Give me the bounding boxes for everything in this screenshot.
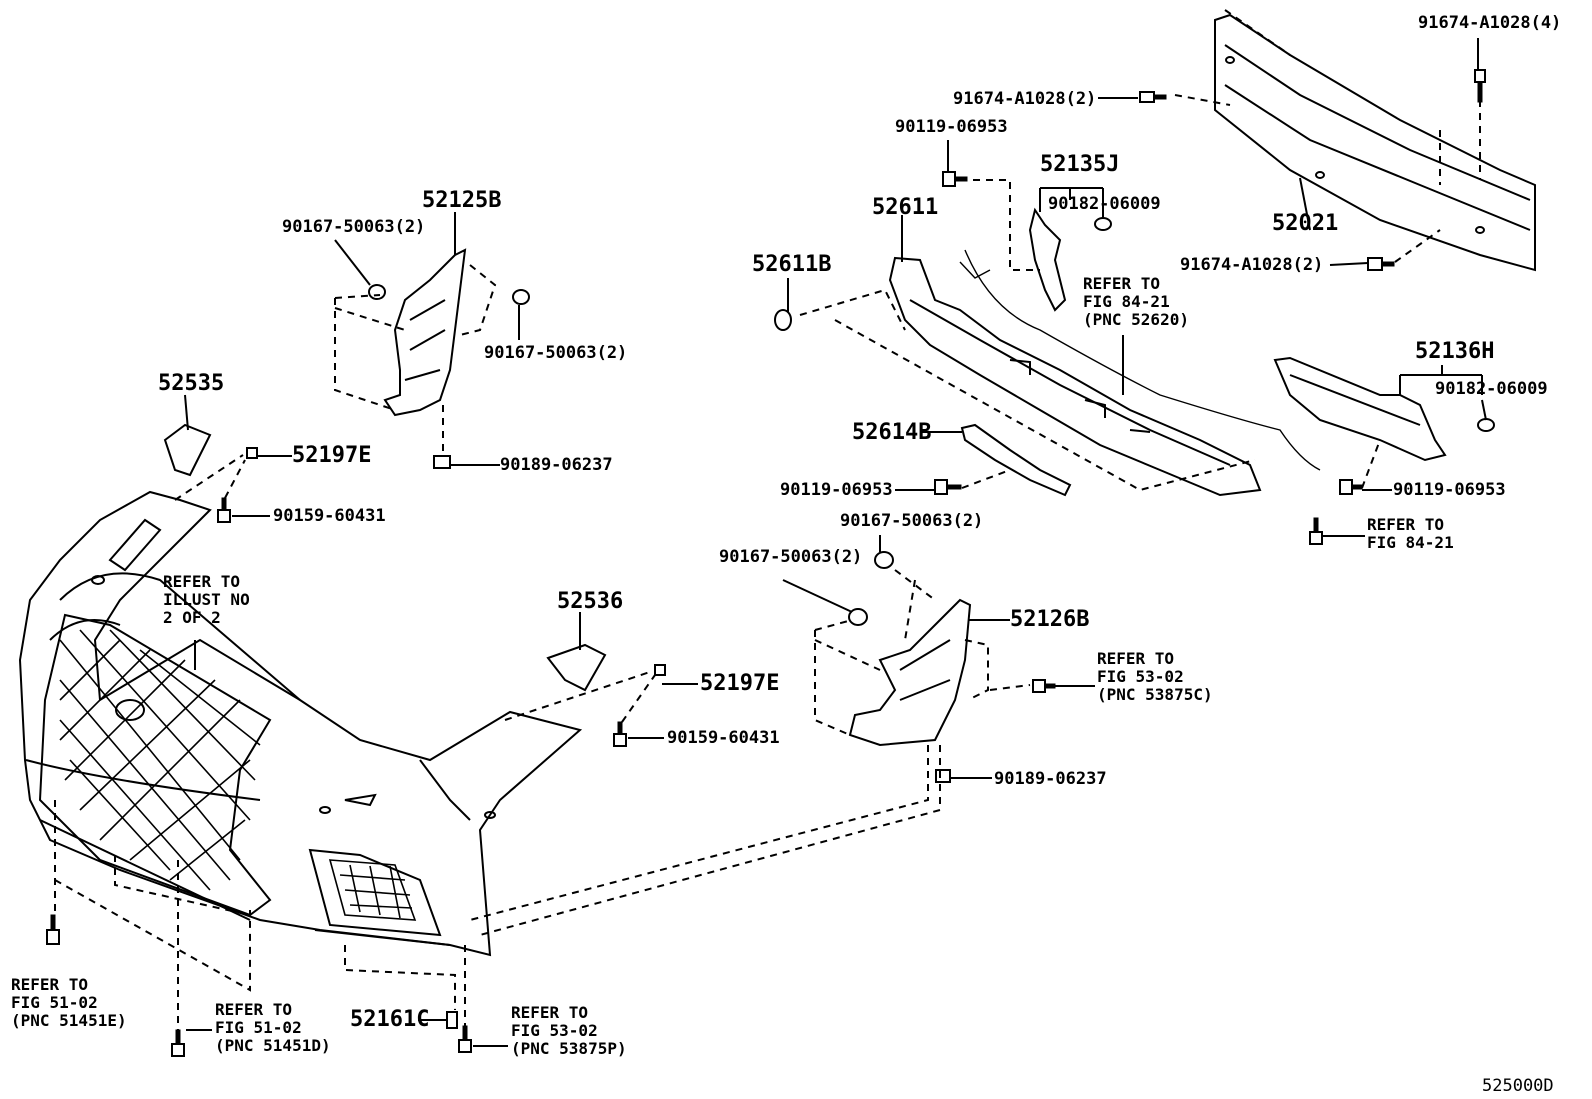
label-90182-06009-lower: 90182-06009	[1435, 379, 1548, 399]
label-90159-60431-upper: 90159-60431	[273, 506, 386, 526]
label-90167-50063-2-b: 90167-50063(2)	[484, 343, 628, 363]
label-90119-06953-right: 90119-06953	[1393, 480, 1506, 500]
label-52021: 52021	[1272, 211, 1339, 236]
label-90159-60431-lower: 90159-60431	[667, 728, 780, 748]
retainer-52535	[163, 423, 212, 477]
label-52161c: 52161C	[350, 1007, 430, 1032]
label-52614b: 52614B	[852, 420, 932, 445]
label-52535: 52535	[158, 371, 225, 396]
note-refer-illust-no-2-of-2: REFER TO ILLUST NO 2 OF 2	[163, 572, 250, 627]
label-90167-50063-2-a: 90167-50063(2)	[282, 217, 426, 237]
label-91674-a1028-2-lower: 91674-A1028(2)	[1180, 255, 1324, 275]
label-90119-06953-mid: 90119-06953	[780, 480, 893, 500]
side-bracket-left	[383, 248, 467, 417]
label-52135j: 52135J	[1040, 152, 1120, 177]
label-52126b: 52126B	[1010, 607, 1090, 632]
bracket-52136h	[1273, 356, 1447, 462]
seal-52614b	[960, 423, 1072, 497]
note-refer-fig-51-02-pnc-51451e: REFER TO FIG 51-02 (PNC 51451E)	[11, 975, 127, 1030]
label-91674-a1028-2-upper: 91674-A1028(2)	[953, 89, 1097, 109]
label-90167-50063-2-c: 90167-50063(2)	[840, 511, 984, 531]
label-90182-06009-upper: 90182-06009	[1048, 194, 1161, 214]
label-90119-06953-top: 90119-06953	[895, 117, 1008, 137]
bumper-cover	[18, 490, 583, 957]
grille-mesh	[38, 613, 417, 921]
note-refer-fig-53-02-pnc-53875p: REFER TO FIG 53-02 (PNC 53875P)	[511, 1003, 627, 1058]
illustration-code: 525000D	[1482, 1076, 1554, 1096]
sensor-harness	[959, 249, 1321, 471]
side-bracket-right	[848, 598, 972, 747]
assembly-lines	[54, 9, 1481, 1030]
label-52611b: 52611B	[752, 252, 832, 277]
label-52136h: 52136H	[1415, 339, 1495, 364]
energy-absorber	[888, 256, 1262, 497]
note-refer-fig-84-21-pnc-52620: REFER TO FIG 84-21 (PNC 52620)	[1083, 274, 1189, 329]
label-52611: 52611	[872, 195, 939, 220]
label-52536: 52536	[557, 589, 624, 614]
retainer-52536	[546, 643, 607, 692]
bracket-52135j	[1028, 207, 1067, 312]
note-refer-fig-51-02-pnc-51451d: REFER TO FIG 51-02 (PNC 51451D)	[215, 1000, 331, 1055]
label-90189-06237-upper: 90189-06237	[500, 455, 613, 475]
note-refer-fig-84-21: REFER TO FIG 84-21	[1367, 515, 1454, 552]
note-refer-fig-53-02-pnc-53875c: REFER TO FIG 53-02 (PNC 53875C)	[1097, 649, 1213, 704]
label-52197e-upper: 52197E	[292, 443, 372, 468]
label-90167-50063-2-d: 90167-50063(2)	[719, 547, 863, 567]
label-90189-06237-lower: 90189-06237	[994, 769, 1107, 789]
label-52125b: 52125B	[422, 188, 502, 213]
bumper-reinforcement	[1214, 13, 1536, 272]
label-91674-a1028-4: 91674-A1028(4)	[1418, 13, 1562, 33]
leader-lines	[184, 38, 1487, 1047]
label-52197e-lower: 52197E	[700, 671, 780, 696]
